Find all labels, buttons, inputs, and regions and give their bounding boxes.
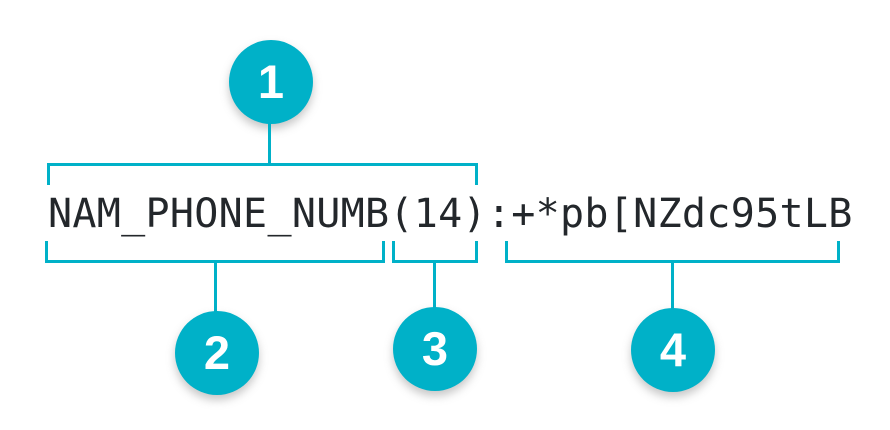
callout-3-badge: 3	[393, 307, 477, 391]
callout-1-number: 1	[257, 54, 285, 108]
callout-2-number: 2	[203, 325, 231, 379]
callout-1-connector-line	[268, 121, 271, 164]
callout-4-connector-line	[671, 262, 674, 311]
callout-3-number: 3	[421, 321, 449, 375]
bracket-field-name-segment	[45, 241, 385, 263]
bracket-field-value-segment	[505, 241, 840, 263]
callout-2-badge: 2	[175, 311, 259, 395]
callout-3-connector-line	[433, 262, 436, 310]
bracket-header-segment	[47, 163, 478, 185]
callout-4-badge: 4	[631, 308, 715, 392]
callout-1-badge: 1	[229, 40, 313, 124]
bracket-field-length-segment	[392, 241, 478, 263]
callout-2-connector-line	[214, 262, 217, 314]
record-string: NAM_PHONE_NUMB(14):+*pb[NZdc95tLB	[48, 191, 853, 237]
callout-4-number: 4	[659, 322, 687, 376]
